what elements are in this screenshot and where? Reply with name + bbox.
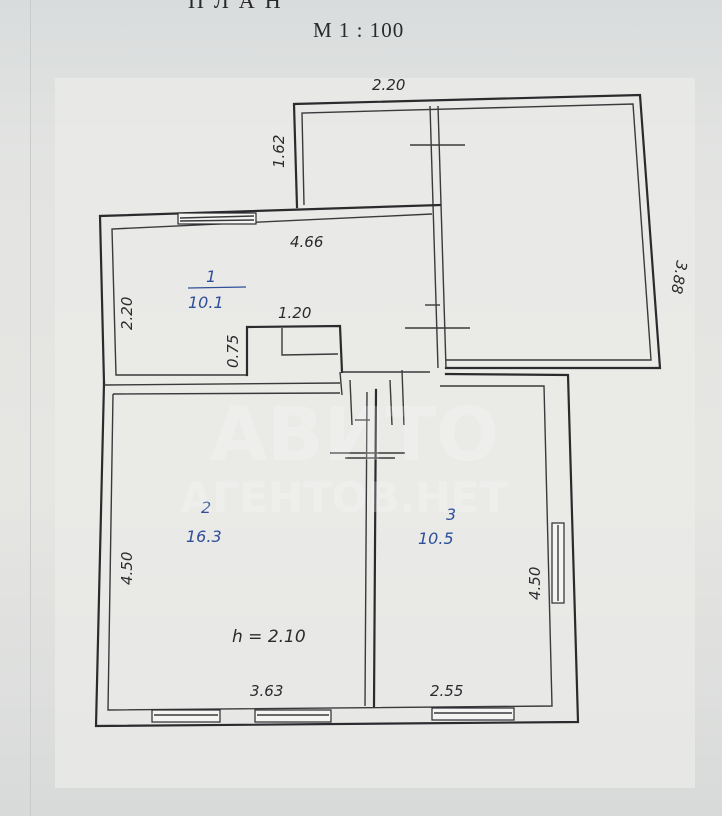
- room-2-area: 16.3: [186, 527, 222, 546]
- dim-room1-width: 4.66: [290, 233, 323, 251]
- dim-annex-right: 3.88: [667, 259, 691, 295]
- watermark-bottom: АГЕНТОВ.НЕТ: [180, 473, 508, 522]
- room-1-walls: [98, 203, 442, 385]
- plan-title: ПЛАН: [188, 0, 291, 13]
- room-1-number: 1: [206, 267, 216, 286]
- paper-crease: [30, 0, 31, 816]
- corridor-door-marks: [330, 419, 405, 459]
- watermark-top: АВИТО: [210, 392, 499, 478]
- room-2-number: 2: [201, 498, 211, 517]
- room-1-window: [177, 212, 257, 225]
- annex-walls: [292, 93, 662, 370]
- dim-room3-width: 2.55: [430, 682, 463, 700]
- dim-room3-height: 4.50: [526, 567, 544, 600]
- lower-windows: [151, 522, 565, 723]
- dim-annex-side: 1.62: [270, 135, 288, 168]
- dim-room1-height: 2.20: [118, 297, 136, 330]
- dim-room2-width: 3.63: [250, 682, 283, 700]
- room-3-area: 10.5: [418, 529, 454, 548]
- dim-annex-width: 2.20: [372, 76, 405, 94]
- dim-niche-width: 1.20: [278, 304, 311, 322]
- partition-wall: [339, 369, 405, 708]
- scale-label: М 1 : 100: [313, 18, 405, 42]
- room-3-number: 3: [446, 505, 456, 524]
- room-1-area: 10.1: [188, 293, 224, 312]
- lower-walls: [94, 372, 580, 728]
- dim-room2-height: 4.50: [118, 552, 136, 585]
- annex-door-marks: [405, 144, 470, 329]
- ceiling-height: h = 2.10: [232, 627, 306, 647]
- room-1-divider: [187, 286, 247, 289]
- dim-niche-depth: 0.75: [224, 335, 242, 368]
